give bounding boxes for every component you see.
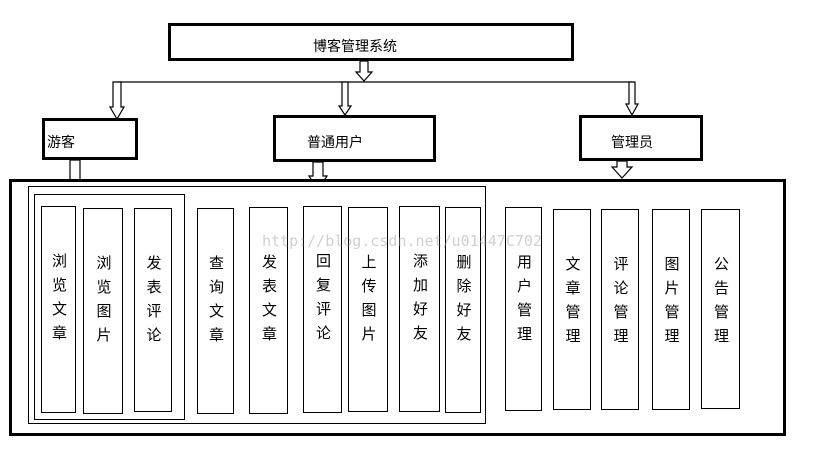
title-box: 博客管理系统 [168, 23, 574, 61]
arrow-to-admin [624, 81, 640, 117]
func-notice-management: 公告管理 [701, 209, 740, 409]
role-guest-label: 游客 [47, 135, 75, 151]
func-upload-image: 上传图片 [348, 207, 388, 412]
arrow-title-down [354, 60, 374, 82]
role-user-box: 普通用户 [273, 115, 436, 162]
func-browse-articles: 浏览文章 [41, 206, 76, 413]
arrow-to-user [337, 81, 353, 117]
role-guest-box: 游客 [42, 118, 138, 160]
title-label: 博客管理系统 [313, 39, 397, 55]
func-article-management: 文章管理 [553, 209, 591, 410]
user-functions-group [28, 186, 486, 424]
func-comment-management: 评论管理 [601, 209, 639, 410]
func-delete-friend: 删除好友 [445, 207, 481, 413]
func-post-comment: 发表评论 [134, 208, 172, 412]
func-browse-images: 浏览图片 [83, 208, 123, 414]
arrow-to-guest [108, 81, 126, 121]
func-add-friend: 添加好友 [399, 206, 440, 412]
func-post-article: 发表文章 [249, 207, 288, 414]
role-admin-box: 管理员 [579, 115, 703, 161]
guest-functions-group [34, 194, 185, 420]
role-admin-label: 管理员 [611, 135, 653, 151]
func-search-articles: 查询文章 [197, 208, 234, 414]
arrow-admin-down [610, 160, 634, 179]
func-image-management: 图片管理 [652, 209, 690, 410]
func-user-management: 用户管理 [505, 207, 542, 411]
role-user-label: 普通用户 [307, 135, 363, 151]
watermark: http://blog.csdn.net/u01447C702 [262, 232, 542, 250]
func-reply-comment: 回复评论 [303, 206, 342, 413]
